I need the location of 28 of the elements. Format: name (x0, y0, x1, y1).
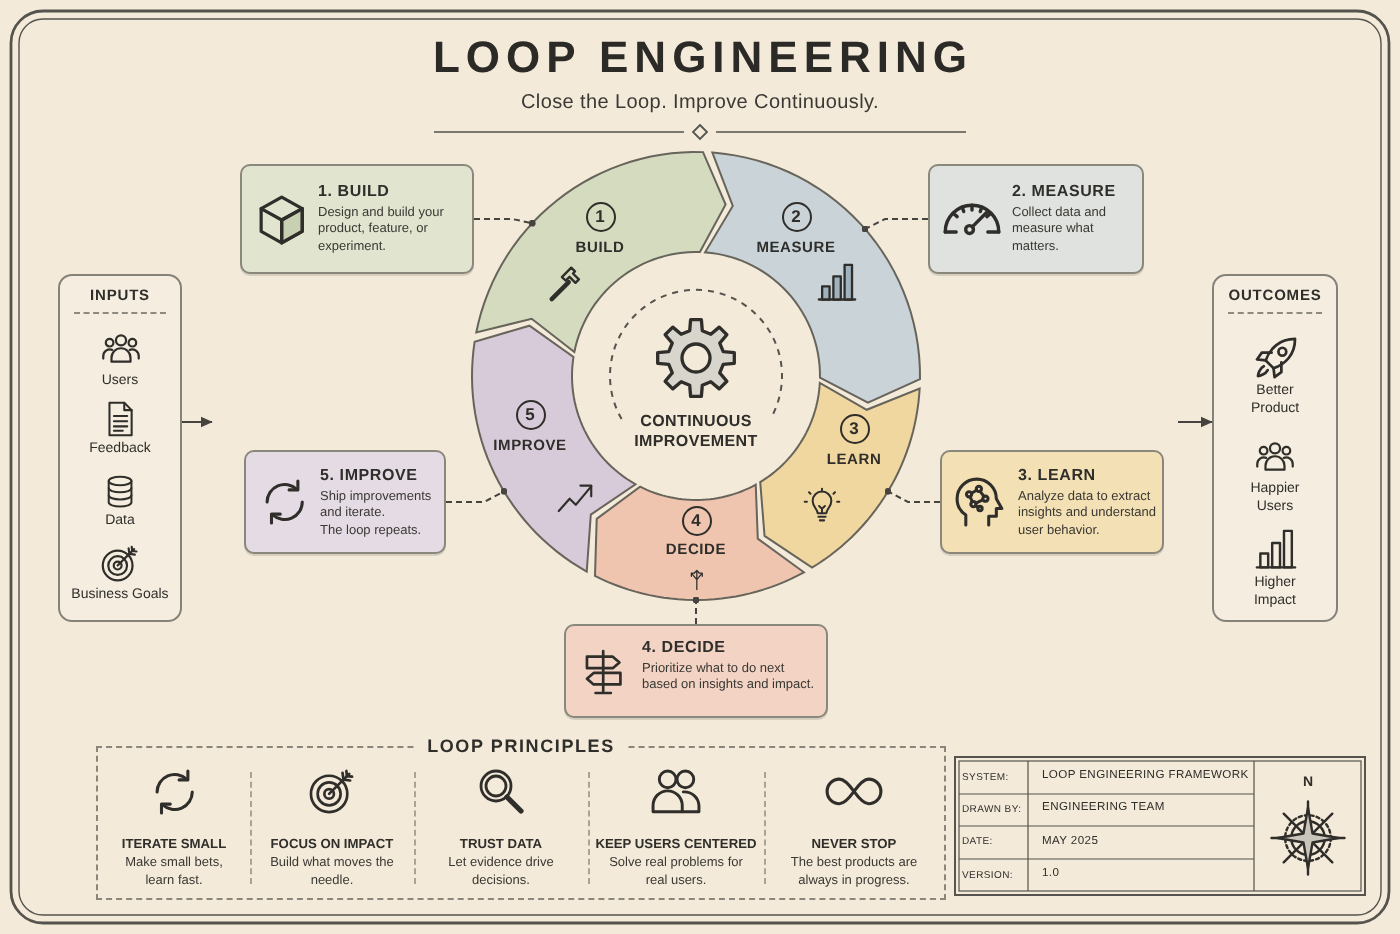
leader-line (884, 488, 941, 503)
card-title: 2. MEASURE (1012, 182, 1116, 202)
step-number: 5 (515, 399, 545, 429)
card-title: 4. DECIDE (642, 638, 726, 658)
step-number: 2 (781, 201, 811, 231)
sidebar-panel (58, 274, 182, 622)
step-card (564, 624, 828, 718)
leader-line (861, 218, 929, 233)
step-number: 3 (839, 413, 869, 443)
sidebar-panel (1212, 274, 1338, 622)
step-card (940, 450, 1164, 554)
arrow (181, 416, 213, 428)
step-number: 1 (585, 201, 615, 231)
card-title: 5. IMPROVE (320, 466, 418, 486)
leader-line (692, 596, 700, 625)
step-card (240, 164, 474, 274)
subtitle: Close the Loop. Improve Continuously. (521, 92, 879, 118)
diagram-title: LOOP ENGINEERING (430, 32, 974, 84)
card-title: 3. LEARN (1018, 466, 1096, 486)
leader-line (473, 218, 536, 227)
step-card (244, 450, 446, 554)
card-title: 1. BUILD (318, 182, 390, 202)
center-label: CONTINUOUS IMPROVEMENT (632, 412, 760, 452)
arrow (1177, 416, 1213, 428)
panel-title: LOOP PRINCIPLES (415, 736, 627, 758)
step-card (928, 164, 1144, 274)
step-number: 4 (681, 505, 711, 535)
leader-line (445, 488, 508, 503)
